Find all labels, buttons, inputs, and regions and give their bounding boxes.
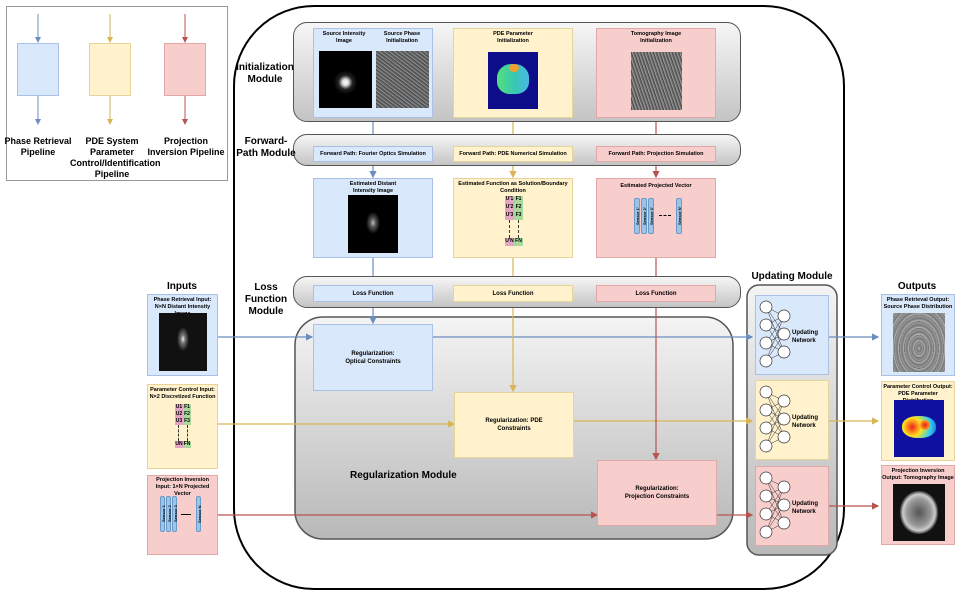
source-phase-image [376, 51, 429, 108]
in-u3: U3 [175, 418, 183, 425]
input-tomo-box [147, 475, 218, 555]
input-distant-intensity-image [159, 313, 207, 371]
source-intensity-image [319, 51, 372, 108]
in-sensor-2: Sensor 2 [166, 496, 172, 532]
legend-label-phase: Phase Retrieval Pipeline [4, 136, 72, 157]
regularization-projection: Regularization: Projection Constraints [597, 460, 717, 526]
loss-function-pde: Loss Function [453, 285, 573, 302]
in-u1: U1 [175, 404, 183, 411]
est-f2: F2 [514, 204, 523, 212]
legend-swatch-phase [17, 43, 59, 96]
output-phase-caption: Phase Retrieval Output: Source Phase Dis… [883, 297, 953, 310]
forward-path-phase: Forward Path: Fourier Optics Simulation [313, 146, 433, 162]
est-sensor-3: Sensor 3' [648, 198, 654, 234]
output-tomography-image [893, 484, 945, 541]
output-phase-image [893, 313, 945, 372]
est-un: U'N [505, 238, 514, 246]
output-tomo-caption: Projection Inversion Output: Tomography … [882, 468, 954, 481]
est-f3: F3 [514, 212, 523, 220]
loss-function-phase: Loss Function [313, 285, 433, 302]
est-sensor-n: Sensor N' [676, 198, 682, 234]
updating-network-label-phase: Updating Network [792, 330, 818, 344]
estimated-tomo-box [596, 178, 716, 258]
est-fn: FN [514, 238, 523, 246]
est-u1: U'1 [505, 196, 514, 204]
in-un: UN [175, 441, 183, 448]
in-sensor-n: Sensor N [196, 496, 202, 532]
init-source-intensity-caption: Source Intensity Image [322, 31, 366, 44]
in-sensor-3: Sensor 3 [172, 496, 178, 532]
est-sensor-ellipsis [659, 215, 671, 216]
est-u3: U'3 [505, 212, 514, 220]
in-f3: F3 [183, 418, 191, 425]
updating-module-label: Updating Module [751, 271, 833, 282]
est-f1: F1 [514, 196, 523, 204]
forward-path-tomo: Forward Path: Projection Simulation [596, 146, 716, 162]
inputs-title: Inputs [167, 281, 197, 292]
in-sensor-ellipsis [181, 514, 191, 515]
in-f2: F2 [183, 411, 191, 418]
input-pde-caption: Parameter Control Input: N×2 Discretized… [149, 387, 216, 400]
legend-label-pde: PDE System Parameter Control/Identificat… [70, 136, 161, 179]
forward-path-pde: Forward Path: PDE Numerical Simulation [453, 146, 573, 162]
legend-box [6, 6, 228, 181]
pde-parameter-init-image [488, 52, 538, 109]
init-pde-caption: PDE Parameter Initialization [493, 31, 533, 44]
loss-function-tomo: Loss Function [596, 285, 716, 302]
est-sensor-1: Sensor 1' [634, 198, 640, 234]
in-sensor-1: Sensor 1 [160, 496, 166, 532]
loss-function-module-label: Loss Function Module [244, 282, 288, 317]
in-fn: FN [183, 441, 191, 448]
legend-label-tomo: Projection Inversion Pipeline [147, 136, 225, 157]
regularization-module-label: Regularization Module [350, 470, 457, 481]
output-pde-image [894, 400, 944, 457]
updating-network-label-pde: Updating Network [792, 415, 818, 429]
init-source-phase-caption: Source Phase Initialization [383, 31, 421, 44]
tomography-init-image [631, 52, 682, 110]
legend-swatch-pde [89, 43, 131, 96]
outputs-title: Outputs [897, 281, 937, 292]
est-sensor-2: Sensor 2' [641, 198, 647, 234]
estimated-pde-caption: Estimated Function as Solution/Boundary … [458, 181, 568, 194]
input-pde-box [147, 384, 218, 469]
forward-path-module-label: Forward-Path Module [236, 136, 296, 159]
in-f1: F1 [183, 404, 191, 411]
input-tomo-caption: Projection Inversion Input: 1×N Projecte… [155, 477, 210, 497]
in-u2: U2 [175, 411, 183, 418]
estimated-intensity-image [348, 195, 398, 253]
updating-network-label-tomo: Updating Network [792, 501, 818, 515]
regularization-optical: Regularization: Optical Constraints [313, 324, 433, 391]
legend-swatch-tomo [164, 43, 206, 96]
init-tomo-caption: Tomography Image Initialization [630, 31, 682, 44]
est-u2: U'2 [505, 204, 514, 212]
initialization-module-label: Initialization Module [236, 62, 294, 85]
estimated-phase-caption: Estimated Distant Intensity Image [349, 181, 397, 194]
estimated-tomo-caption: Estimated Projected Vector [620, 183, 692, 189]
regularization-pde: Regularization: PDE Constraints [454, 392, 574, 458]
main-framework-frame [233, 5, 845, 590]
